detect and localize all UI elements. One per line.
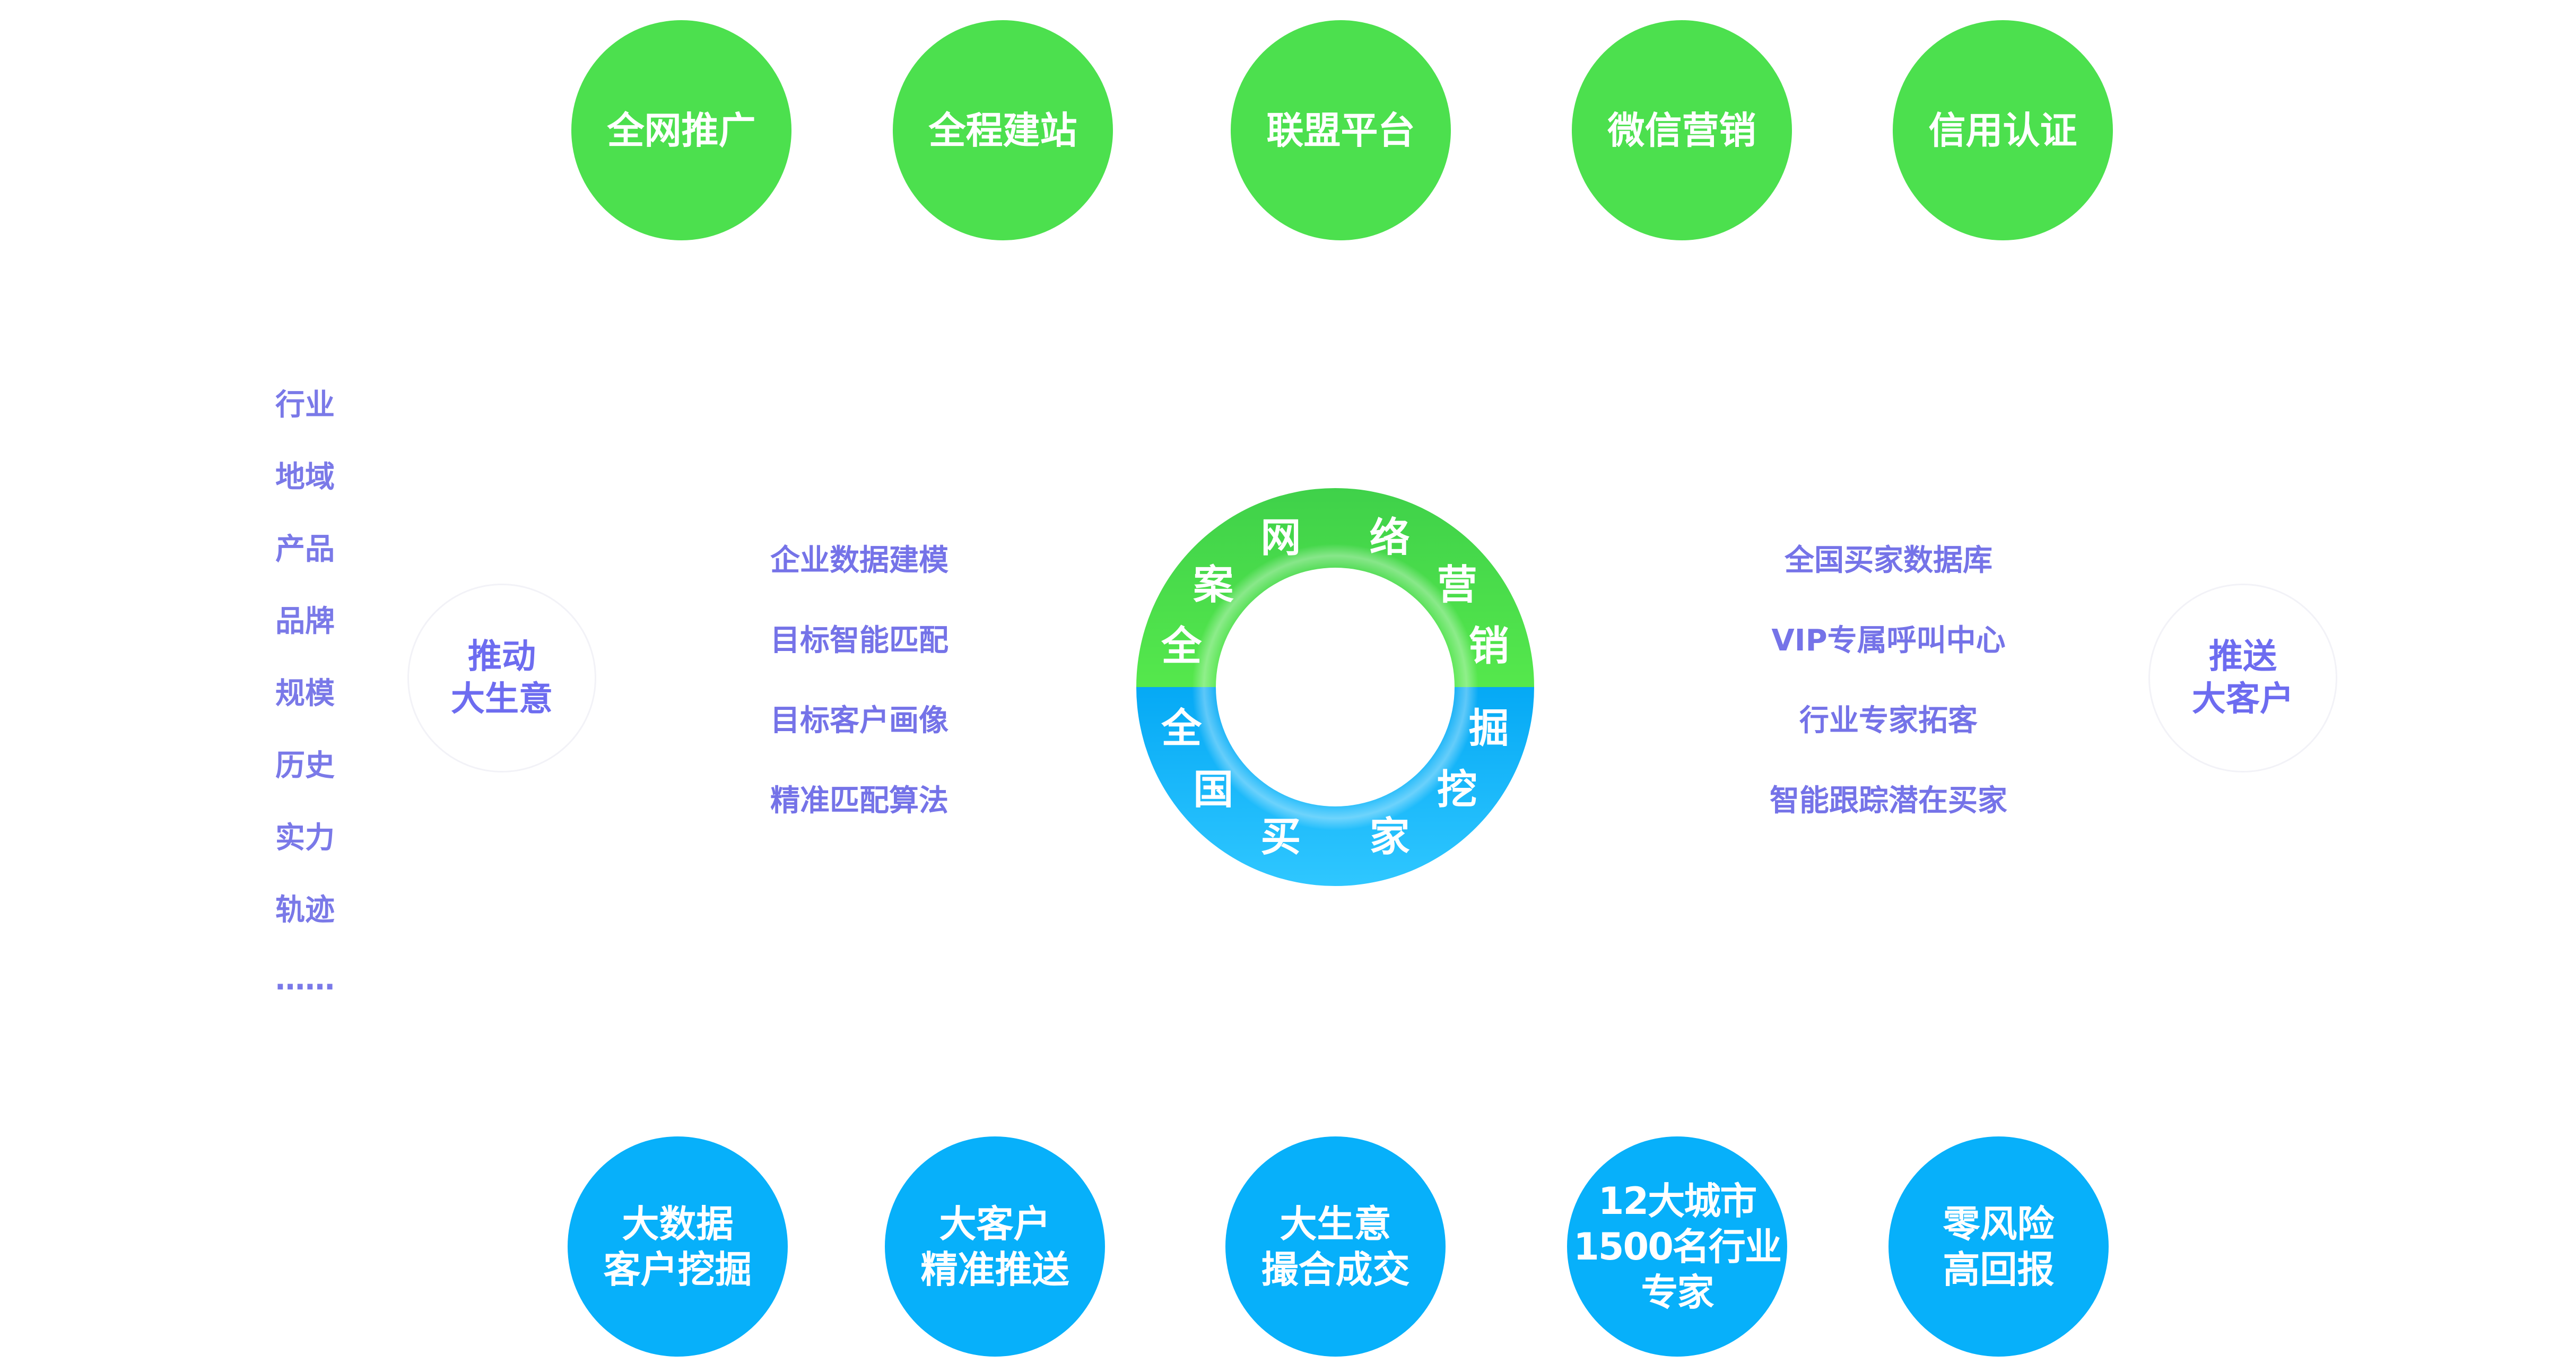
right-bubble-push-customers: 推送 大客户	[2148, 584, 2337, 772]
ring-top-char-5: 销	[1469, 622, 1509, 670]
dimension-item: 行业	[275, 387, 335, 422]
ring-top-char-0: 全	[1161, 622, 1202, 670]
top-circle-alliance: 联盟平台	[1231, 20, 1451, 240]
feature-item: 全国买家数据库	[1785, 543, 1992, 578]
feature-item: 目标智能匹配	[770, 623, 948, 658]
top-circle-label: 全程建站	[928, 108, 1077, 152]
bottom-circle-zero-risk: 零风险 高回报	[1889, 1136, 2109, 1357]
top-circle-wechat: 微信营销	[1572, 20, 1792, 240]
bottom-circle-label: 零风险 高回报	[1943, 1202, 2055, 1291]
ring-bottom-char-0: 全	[1161, 705, 1202, 752]
feature-item: 目标客户画像	[770, 704, 948, 738]
top-circle-credit: 信用认证	[1893, 20, 2113, 240]
dimension-item: 历史	[275, 748, 335, 783]
dimension-item: 规模	[275, 676, 335, 711]
bottom-circle-experts: 12大城市 1500名行业 专家	[1567, 1136, 1787, 1357]
right-feature-list: 全国买家数据库 VIP专属呼叫中心 行业专家拓客 智能跟踪潜在买家	[1735, 518, 2042, 838]
dimension-item: 地域	[275, 459, 335, 494]
bottom-circle-label: 大数据 客户挖掘	[603, 1202, 752, 1291]
dimension-item: 实力	[275, 820, 335, 855]
dimension-item-ellipsis: ……	[275, 962, 335, 997]
left-bubble-drive-business: 推动 大生意	[407, 584, 596, 772]
ring-bottom-char-3: 家	[1370, 813, 1410, 860]
dimension-item: 品牌	[275, 604, 335, 639]
dimension-item: 产品	[275, 532, 335, 567]
ring-top-char-2: 网	[1260, 514, 1301, 561]
feature-item: 企业数据建模	[770, 543, 948, 578]
feature-item: VIP专属呼叫中心	[1771, 623, 2006, 658]
ring-bottom-char-4: 挖	[1437, 766, 1477, 813]
top-circle-label: 联盟平台	[1266, 108, 1415, 152]
bottom-circle-deal-matching: 大生意 撮合成交	[1225, 1136, 1446, 1357]
top-circle-label: 信用认证	[1928, 108, 2077, 152]
bottom-circle-label: 大生意 撮合成交	[1261, 1202, 1410, 1291]
top-circle-label: 全网推广	[607, 108, 756, 152]
ring-bottom-char-2: 买	[1260, 813, 1301, 860]
bottom-circle-label: 12大城市 1500名行业 专家	[1573, 1179, 1782, 1314]
left-feature-list: 企业数据建模 目标智能匹配 目标客户画像 精准匹配算法	[711, 518, 1008, 838]
top-circle-website: 全程建站	[893, 20, 1113, 240]
center-ring: 全案网络营销全国买家挖掘	[1136, 488, 1534, 886]
bottom-circle-data-mining: 大数据 客户挖掘	[568, 1136, 788, 1357]
ring-bottom-char-1: 国	[1193, 766, 1233, 813]
feature-item: 智能跟踪潜在买家	[1770, 784, 2007, 818]
dimension-item: 轨迹	[275, 892, 335, 927]
feature-item: 行业专家拓客	[1799, 704, 1978, 738]
top-circle-label: 微信营销	[1607, 108, 1756, 152]
ring-bottom-char-5: 掘	[1469, 705, 1509, 752]
bottom-circle-precise-push: 大客户 精准推送	[885, 1136, 1105, 1357]
left-dimension-list: 行业 地域 产品 品牌 规模 历史 实力 轨迹 ……	[273, 366, 337, 1015]
ring-top-char-1: 案	[1193, 561, 1234, 609]
bottom-circle-label: 大客户 精准推送	[920, 1202, 1069, 1291]
feature-item: 精准匹配算法	[770, 784, 948, 818]
ring-top-char-3: 络	[1370, 514, 1410, 561]
top-circle-promotion: 全网推广	[571, 20, 791, 240]
ring-top-char-4: 营	[1437, 561, 1477, 609]
